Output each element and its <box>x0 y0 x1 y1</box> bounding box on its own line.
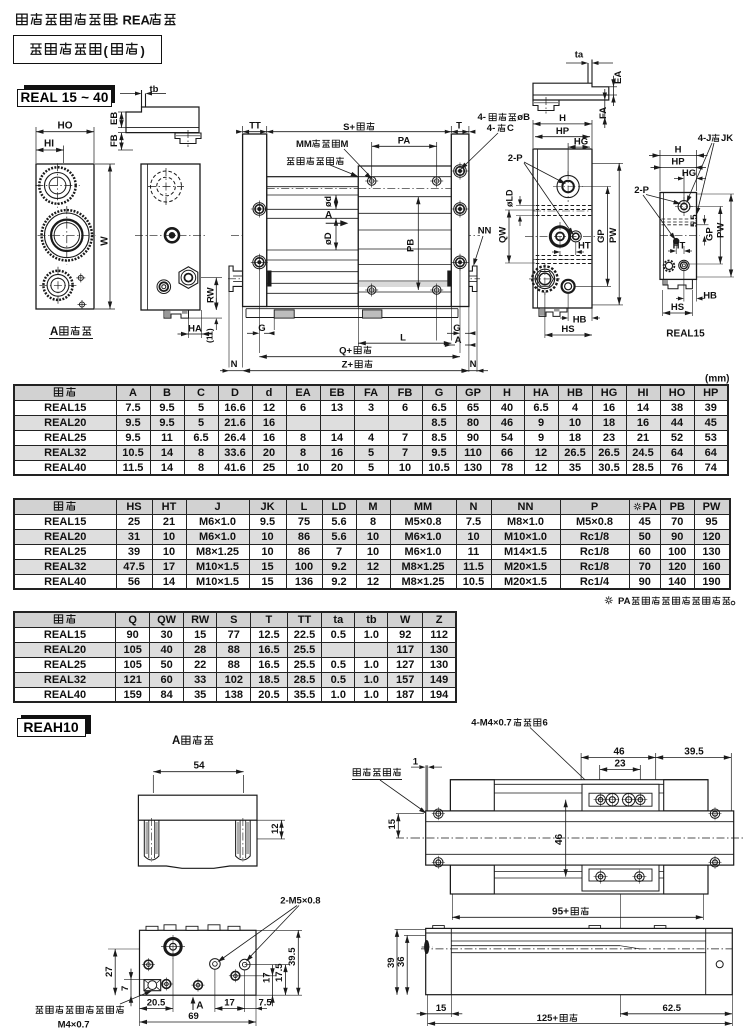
svg-text:H: H <box>675 145 682 156</box>
svg-text:MM: MM <box>296 139 312 150</box>
svg-text:L: L <box>400 333 406 344</box>
svg-text:46: 46 <box>613 747 625 758</box>
svg-text:NN: NN <box>478 226 492 237</box>
svg-text:REAL15: REAL15 <box>666 329 705 340</box>
svg-text:øD: øD <box>323 232 334 245</box>
svg-text:1: 1 <box>413 757 419 768</box>
svg-text:39.5: 39.5 <box>287 947 298 966</box>
svg-text:4-: 4- <box>478 112 486 123</box>
svg-text:39.5: 39.5 <box>684 747 704 758</box>
svg-text:HT: HT <box>673 241 686 252</box>
svg-text:Z+: Z+ <box>342 360 354 371</box>
svg-text:A: A <box>455 335 462 346</box>
svg-text:A: A <box>50 326 58 338</box>
svg-text:95+: 95+ <box>552 907 569 918</box>
svg-text:HS: HS <box>561 324 574 335</box>
svg-text:øB: øB <box>517 112 530 123</box>
svg-text:54: 54 <box>193 761 205 772</box>
svg-text:15: 15 <box>436 1003 447 1014</box>
svg-text:N: N <box>470 359 477 370</box>
svg-text:20.5: 20.5 <box>147 998 166 1009</box>
svg-text:G: G <box>258 323 265 334</box>
svg-text:17.5: 17.5 <box>274 963 285 982</box>
svg-text:62.5: 62.5 <box>663 1003 682 1014</box>
svg-text:4-M4×0.7: 4-M4×0.7 <box>471 718 511 729</box>
svg-text:M4×0.7: M4×0.7 <box>58 1020 90 1031</box>
svg-text:7.5: 7.5 <box>259 998 273 1009</box>
svg-text:PW: PW <box>608 228 619 243</box>
svg-text:27: 27 <box>104 966 115 977</box>
svg-text:HS: HS <box>671 302 684 313</box>
svg-text:17: 17 <box>262 972 273 983</box>
svg-text:2-P: 2-P <box>508 153 523 164</box>
svg-text:GP: GP <box>705 227 716 241</box>
svg-text:EB: EB <box>109 112 120 125</box>
svg-text:HG: HG <box>682 168 696 179</box>
svg-text:7: 7 <box>120 986 131 991</box>
svg-text:C: C <box>507 123 514 134</box>
svg-text:øLD: øLD <box>505 189 515 207</box>
svg-text:HP: HP <box>671 157 685 168</box>
svg-text:4-: 4- <box>487 123 495 134</box>
svg-text:RW: RW <box>205 287 216 303</box>
svg-text:ød: ød <box>323 196 333 207</box>
svg-text:tb: tb <box>150 84 159 95</box>
svg-text:PA: PA <box>618 596 631 607</box>
svg-text:PW: PW <box>716 223 727 238</box>
svg-text:HP: HP <box>556 126 570 137</box>
svg-text:T: T <box>456 121 462 132</box>
svg-text:12: 12 <box>270 823 281 834</box>
svg-text:G: G <box>453 323 460 334</box>
svg-text:A: A <box>325 210 332 221</box>
svg-text:HA: HA <box>188 324 202 335</box>
svg-text:4-J: 4-J <box>698 133 712 144</box>
svg-text:HT: HT <box>578 241 591 252</box>
svg-text:HO: HO <box>58 121 73 132</box>
svg-text:69: 69 <box>188 1011 199 1022</box>
svg-text:HB: HB <box>573 315 587 326</box>
svg-text:(11): (11) <box>205 328 215 343</box>
svg-text:36: 36 <box>396 956 407 967</box>
svg-text:5.5: 5.5 <box>689 214 699 227</box>
svg-text:2-M5×0.8: 2-M5×0.8 <box>280 896 320 907</box>
svg-text:N: N <box>231 359 238 370</box>
svg-text:PA: PA <box>398 136 411 147</box>
svg-text:: REA: : REA <box>115 12 151 27</box>
svg-text:JK: JK <box>721 133 733 144</box>
svg-text:EA: EA <box>613 71 624 84</box>
svg-text:M: M <box>341 139 349 150</box>
svg-text:39: 39 <box>386 957 397 968</box>
svg-text:FB: FB <box>109 134 120 147</box>
svg-text:17: 17 <box>224 998 235 1009</box>
svg-text:A: A <box>172 735 180 747</box>
svg-text:H: H <box>559 113 566 124</box>
svg-text:PB: PB <box>406 239 417 252</box>
svg-text:A: A <box>196 1001 203 1012</box>
svg-text:W: W <box>100 236 111 246</box>
svg-text:23: 23 <box>614 759 626 770</box>
svg-text:HG: HG <box>574 137 588 148</box>
svg-text:125+: 125+ <box>537 1013 559 1024</box>
svg-text:15: 15 <box>387 818 398 829</box>
svg-text:Q+: Q+ <box>339 346 352 357</box>
svg-text:S+: S+ <box>343 122 355 133</box>
svg-text:6: 6 <box>543 718 548 729</box>
svg-text:HB: HB <box>703 291 717 302</box>
svg-text:46: 46 <box>554 833 565 845</box>
svg-text:FA: FA <box>598 107 609 119</box>
svg-text:(mm): (mm) <box>705 374 729 385</box>
svg-text:GP: GP <box>596 229 607 243</box>
svg-text:QW: QW <box>498 227 509 243</box>
svg-text:2-P: 2-P <box>634 185 649 196</box>
svg-text:HI: HI <box>44 139 54 150</box>
svg-text:TT: TT <box>249 121 261 132</box>
svg-text:ta: ta <box>575 50 584 61</box>
